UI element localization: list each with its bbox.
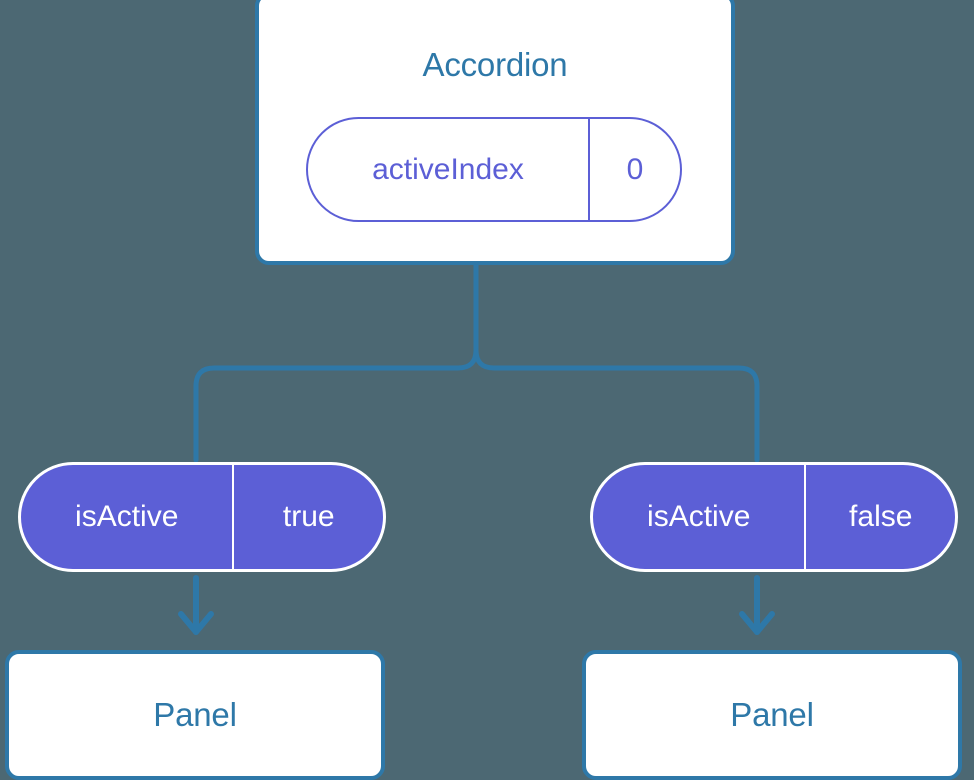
arrow-left-head [178,611,214,635]
panel-right-title: Panel [730,696,814,733]
connector-branch-right [473,347,760,463]
prop-pill-right[interactable]: isActive false [590,462,958,572]
accordion-state-value: 0 [587,119,680,220]
prop-pill-right-value: false [804,465,955,569]
prop-pill-left-key: isActive [75,500,179,533]
prop-pill-right-key: isActive [647,500,751,533]
connector-branch-left [193,347,479,463]
accordion-title: Accordion [422,46,568,83]
panel-left-box[interactable]: Panel [5,650,385,780]
accordion-state-pill[interactable]: activeIndex 0 [306,117,682,222]
accordion-state-key: activeIndex [372,152,524,186]
panel-left-title: Panel [153,696,237,733]
prop-pill-left[interactable]: isActive true [18,462,386,572]
prop-pill-left-value: true [232,465,383,569]
arrow-right-head [739,611,775,635]
panel-right-box[interactable]: Panel [582,650,962,780]
